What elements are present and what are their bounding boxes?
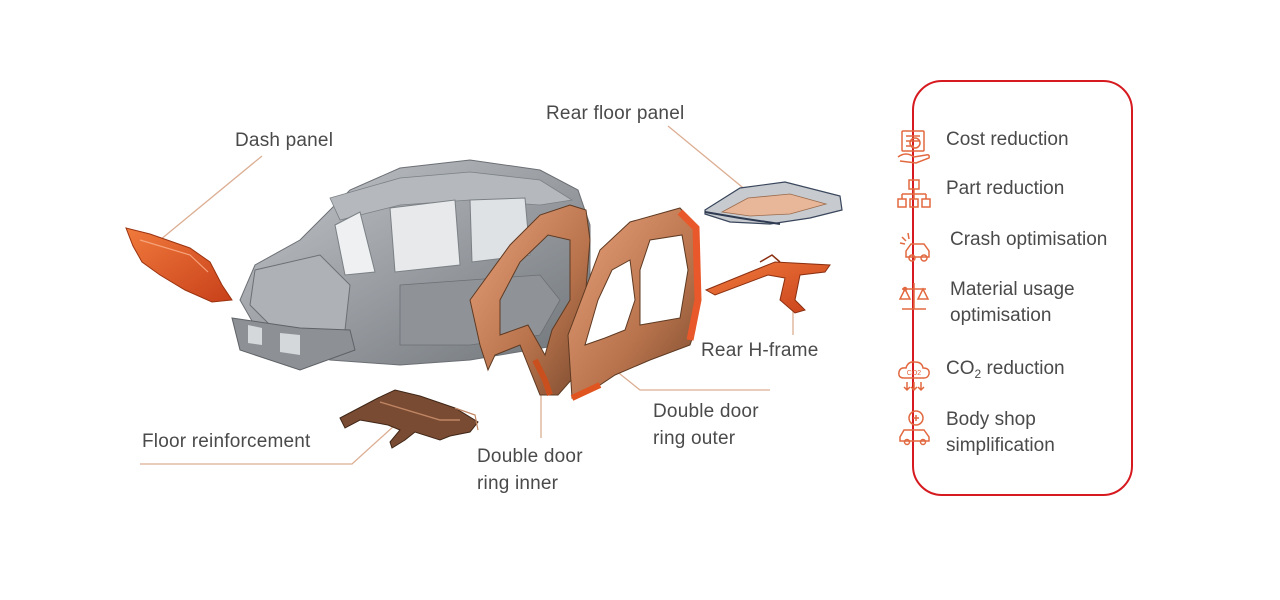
part-reduction-icon <box>897 179 931 208</box>
label-dash-panel: Dash panel <box>235 130 334 151</box>
crash-optimisation-icon <box>899 232 930 262</box>
leader-floor-reinf <box>140 424 396 465</box>
cost-reduction-icon <box>897 130 930 164</box>
benefit-material-usage: Material usage optimisation <box>898 277 1144 329</box>
leader-dash-panel <box>159 155 263 241</box>
co2-reduction-icon: CO2 <box>898 361 930 392</box>
floor-reinforcement-part <box>339 389 479 449</box>
svg-text:CO2: CO2 <box>907 370 922 377</box>
benefit-crash-optimisation: Crash optimisation <box>899 227 1144 267</box>
body-in-white-shell <box>231 159 591 371</box>
label-rear-floor-panel: Rear floor panel <box>546 103 685 124</box>
door-ring-outer-part <box>567 207 702 401</box>
label-double-door-ring-inner: Double door ring inner <box>477 446 583 494</box>
material-usage-icon <box>898 283 930 310</box>
rear-h-frame-part <box>704 254 831 314</box>
label-rear-h-frame: Rear H-frame <box>701 340 819 361</box>
benefits-panel: Cost reduction Part reduction Crash opti… <box>897 80 1133 496</box>
benefit-part-reduction: Part reduction <box>897 176 1144 216</box>
body-shop-icon <box>899 410 930 446</box>
dash-panel-part <box>125 227 233 303</box>
benefit-body-shop-simplification: Body shop simplification <box>899 407 1144 459</box>
label-floor-reinforcement: Floor reinforcement <box>142 431 311 452</box>
label-double-door-ring-outer: Double door ring outer <box>653 401 759 449</box>
benefit-cost-reduction: Cost reduction <box>897 127 1144 167</box>
rear-floor-panel-part <box>704 181 843 225</box>
benefit-co2-reduction: CO2 CO2 reduction <box>898 356 1144 396</box>
